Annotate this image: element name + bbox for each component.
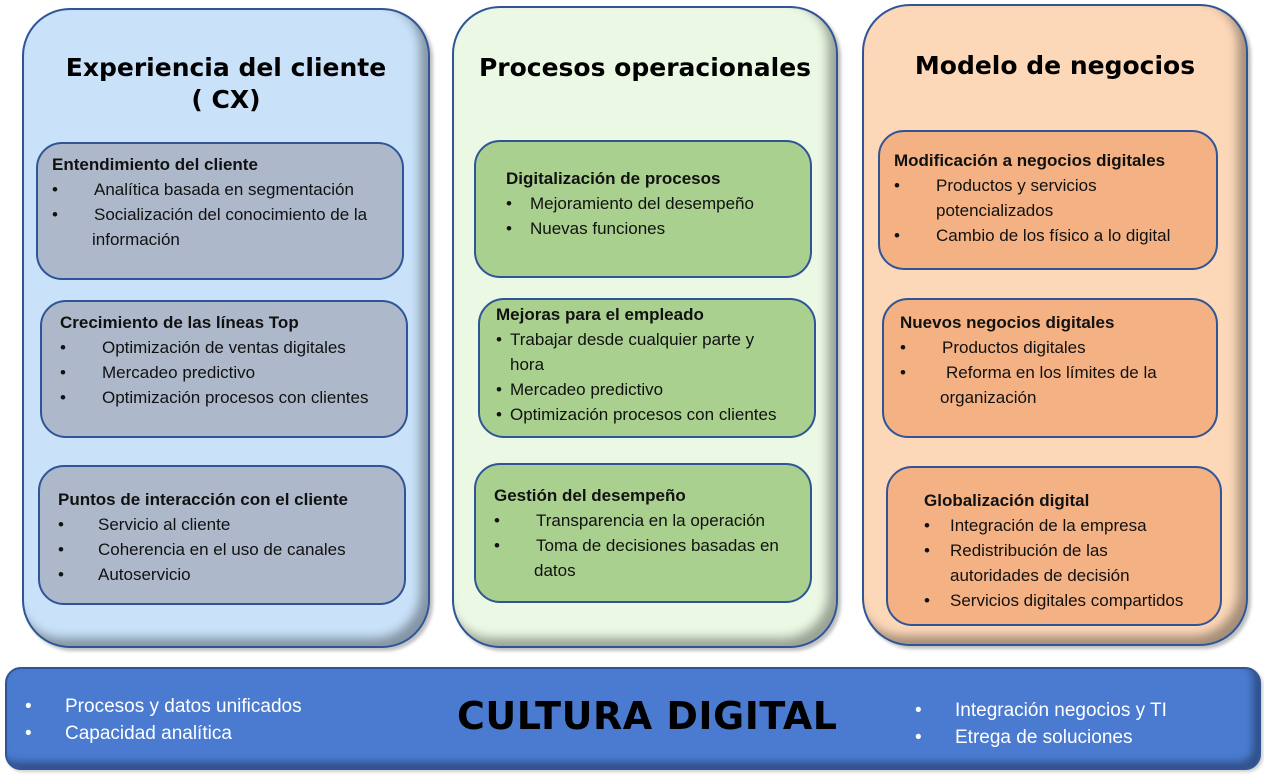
banner-left-list: •Procesos y datos unificados •Capacidad … [25, 693, 302, 747]
bullet-icon: • [915, 727, 922, 748]
bullet-icon: • [494, 511, 500, 530]
bullet-icon: • [58, 515, 64, 534]
bullet-icon: • [506, 219, 512, 238]
banner-title: CULTURA DIGITAL [457, 694, 838, 738]
card-customer-understanding: Entendimiento del cliente •Analítica bas… [36, 142, 404, 280]
bullet-icon: • [52, 205, 58, 224]
bullet-icon: • [25, 723, 32, 744]
bullet-icon: • [60, 338, 66, 357]
column-title: Experiencia del cliente ( CX) [65, 53, 387, 114]
column-customer-experience: Experiencia del cliente ( CX) Entendimie… [22, 8, 430, 648]
banner-right-list: •Integración negocios y TI •Etrega de so… [915, 697, 1167, 751]
bullet-icon: • [924, 591, 930, 610]
card-process-digitalization: Digitalización de procesos •Mejoramiento… [474, 140, 812, 278]
column-operational-processes: Procesos operacionales Digitalización de… [452, 6, 838, 648]
card-employee-improvements: Mejoras para el empleado •Trabajar desde… [478, 298, 816, 438]
bullet-icon: • [924, 516, 930, 535]
bullet-icon: • [915, 700, 922, 721]
bullet-icon: • [52, 180, 58, 199]
bullet-icon: • [894, 226, 900, 245]
bullet-icon: • [496, 330, 502, 349]
bullet-icon: • [506, 194, 512, 213]
bullet-icon: • [58, 540, 64, 559]
card-performance-management: Gestión del desempeño •Transparencia en … [474, 463, 812, 603]
bullet-icon: • [924, 541, 930, 560]
card-digital-globalization: Globalización digital •Integración de la… [886, 466, 1222, 626]
bullet-icon: • [894, 176, 900, 195]
bullet-icon: • [58, 565, 64, 584]
bullet-icon: • [60, 388, 66, 407]
bullet-icon: • [25, 696, 32, 717]
digital-culture-banner: •Procesos y datos unificados •Capacidad … [5, 667, 1261, 770]
column-title: Modelo de negocios [914, 51, 1196, 80]
card-customer-touchpoints: Puntos de interacción con el cliente •Se… [38, 465, 406, 605]
bullet-icon: • [496, 405, 502, 424]
column-title: Procesos operacionales [478, 53, 812, 82]
bullet-icon: • [900, 363, 906, 382]
bullet-icon: • [900, 338, 906, 357]
bullet-icon: • [60, 363, 66, 382]
bullet-icon: • [496, 380, 502, 399]
card-digital-business-modification: Modificación a negocios digitales •Produ… [878, 130, 1218, 270]
card-new-digital-business: Nuevos negocios digitales •Productos dig… [882, 298, 1218, 438]
card-top-line-growth: Crecimiento de las líneas Top •Optimizac… [40, 300, 408, 438]
bullet-icon: • [494, 536, 500, 555]
column-business-model: Modelo de negocios Modificación a negoci… [862, 4, 1248, 646]
